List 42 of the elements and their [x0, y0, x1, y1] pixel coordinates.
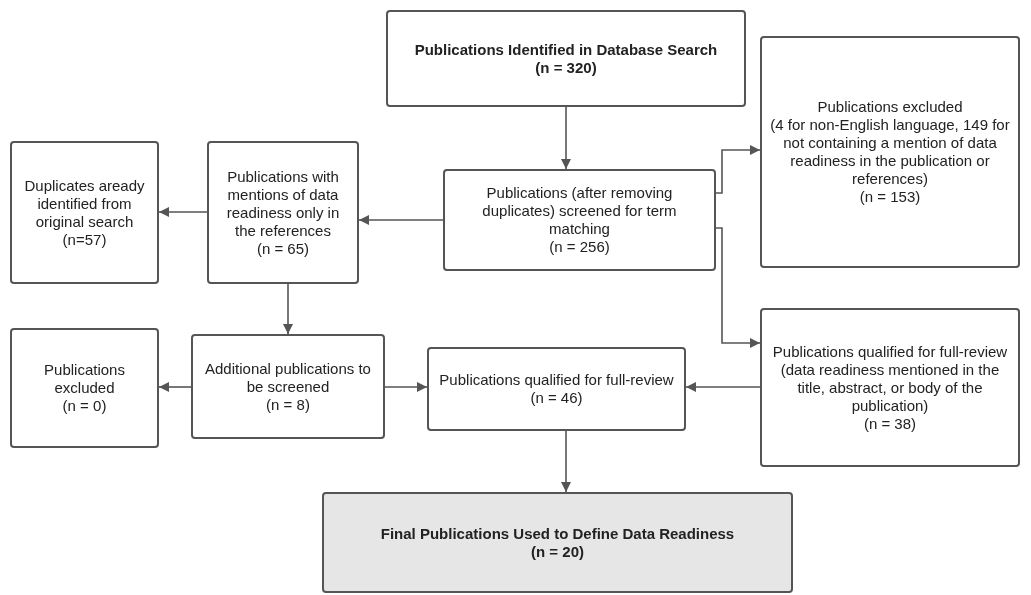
arrow: [158, 207, 208, 217]
box-text: (n=57): [62, 230, 107, 249]
box-heading: Publications with mentions of data readiness only in the references: [225, 167, 341, 240]
process-box: [10, 328, 159, 448]
box-heading: Duplicates aready identified from original search: [23, 176, 146, 231]
arrow: [283, 283, 293, 335]
arrow: [358, 215, 444, 225]
arrow: [561, 106, 571, 170]
box-heading: Final Publications Used to Define Data Readiness: [380, 524, 735, 543]
arrow: [715, 145, 761, 194]
arrow: [158, 382, 192, 392]
box-text: (n = 65): [256, 239, 310, 258]
process-box: [760, 36, 1020, 268]
process-box: [427, 347, 686, 431]
process-box: [760, 308, 1020, 467]
box-text: (4 for non-English language, 149 for not containing a mention of data readiness in the publication or references): [769, 116, 1011, 188]
process-box: [386, 10, 746, 107]
box-heading: Publications Identified in Database Search: [414, 40, 718, 59]
arrow: [715, 227, 761, 348]
box-text: (n = 20): [531, 542, 584, 561]
box-heading: Publications qualified for full-review: [439, 371, 674, 389]
box-text: (n = 320): [535, 58, 597, 77]
result-box: [322, 492, 793, 593]
arrow: [685, 382, 761, 392]
process-box: [207, 141, 359, 284]
arrow: [384, 382, 428, 392]
box-heading: Publications excluded: [817, 98, 963, 116]
box-text: (n = 38): [863, 414, 917, 433]
box-text: (n = 153): [859, 188, 921, 206]
box-text: (n = 256): [549, 238, 610, 256]
process-box: [10, 141, 159, 284]
box-text: (data readiness mentioned in the title, abstract, or body of the publication): [779, 360, 1001, 415]
box-text: (n = 46): [530, 389, 583, 407]
box-text: (n = 8): [266, 395, 310, 414]
box-heading: Publications (after removing duplicates) screened for term matching: [481, 184, 678, 238]
process-box: [191, 334, 385, 439]
box-heading: Publications excluded: [43, 361, 126, 397]
process-box: [443, 169, 716, 271]
arrow: [561, 430, 571, 493]
box-heading: Publications qualified for full-review: [772, 342, 1008, 361]
box-heading: Additional publications to be screened: [204, 359, 372, 396]
box-text: (n = 0): [62, 397, 107, 415]
